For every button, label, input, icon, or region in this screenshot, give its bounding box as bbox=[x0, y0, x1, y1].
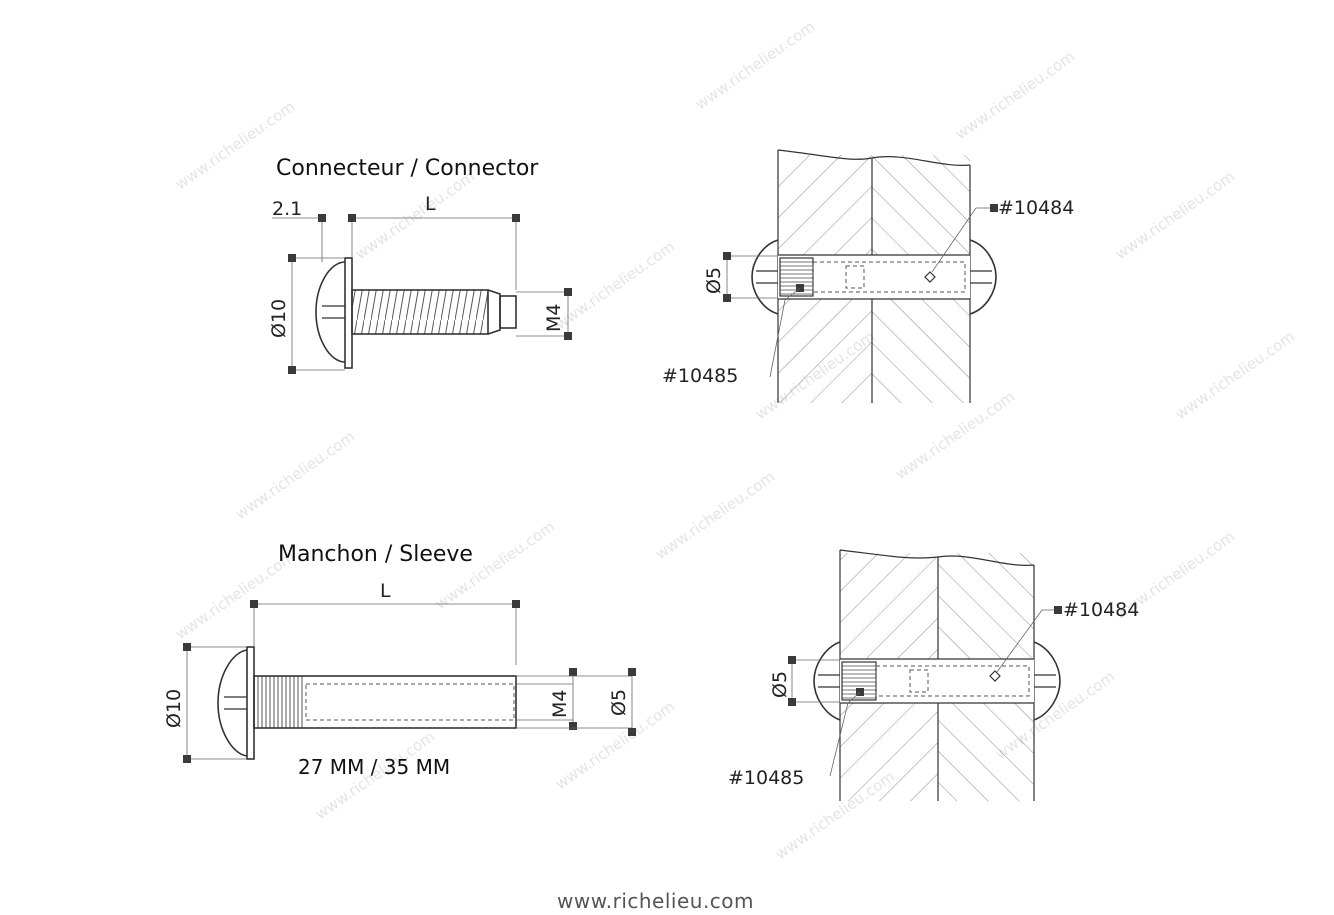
watermark-text: www.richelieu.com bbox=[1172, 327, 1298, 423]
watermark-text: www.richelieu.com bbox=[652, 467, 778, 563]
connector-length-label: L bbox=[425, 193, 436, 215]
sleeve-head-left bbox=[751, 239, 779, 315]
sleeve-head-left bbox=[813, 641, 841, 721]
assembly-bottom-sleeve-ref: #10485 bbox=[728, 767, 804, 789]
connector-title: Connecteur / Connector bbox=[276, 156, 539, 181]
watermark-text: www.richelieu.com bbox=[952, 47, 1078, 143]
assembly-bottom-hole-label: Ø5 bbox=[769, 671, 791, 698]
watermark-layer: www.richelieu.com www.richelieu.com www.ri… bbox=[172, 17, 1298, 863]
watermark-text: www.richelieu.com bbox=[352, 167, 478, 263]
sleeve-thread-label: M4 bbox=[549, 690, 571, 718]
assembly-bottom-connector-ref: #10484 bbox=[1063, 599, 1139, 621]
sleeve-flange bbox=[246, 646, 255, 760]
watermark-text: www.richelieu.com bbox=[692, 17, 818, 113]
sleeve-lengths: 27 MM / 35 MM bbox=[298, 755, 450, 779]
connector-shank-hidden bbox=[875, 665, 1030, 697]
connector-head-right bbox=[1033, 641, 1061, 721]
connector-head-right bbox=[969, 239, 997, 315]
assembly-top-hole-label: Ø5 bbox=[703, 267, 725, 294]
dim-marker bbox=[318, 214, 326, 222]
sleeve-diameter-label: Ø10 bbox=[163, 689, 185, 728]
connector-thread-label: M4 bbox=[543, 304, 565, 332]
connector-drawing: Connecteur / Connector 2.1 L Ø10 bbox=[268, 156, 572, 374]
connector-tip bbox=[499, 295, 517, 329]
connector-thread bbox=[352, 290, 488, 334]
sleeve-drawing: Manchon / Sleeve L Ø10 M4 bbox=[163, 542, 636, 779]
watermark-text: www.richelieu.com bbox=[1112, 167, 1238, 263]
sleeve-knurl bbox=[254, 676, 304, 728]
dim-marker bbox=[348, 214, 356, 222]
assembly-top: Ø5 #10484 #10485 bbox=[662, 149, 1074, 403]
watermark-text: www.richelieu.com bbox=[232, 427, 358, 523]
connector-diameter-label: Ø10 bbox=[268, 299, 290, 338]
sleeve-length-label: L bbox=[380, 580, 391, 602]
footer-url: www.richelieu.com bbox=[557, 889, 754, 913]
assembly-top-sleeve-ref: #10485 bbox=[662, 365, 738, 387]
watermark-text: www.richelieu.com bbox=[552, 237, 678, 333]
sleeve-title: Manchon / Sleeve bbox=[278, 542, 473, 567]
connector-taper bbox=[487, 289, 501, 335]
connector-flange bbox=[344, 257, 353, 369]
sleeve-outer-label: Ø5 bbox=[608, 689, 630, 716]
sleeve-internal-thread bbox=[305, 683, 515, 721]
sleeve-body bbox=[253, 675, 517, 729]
connector-head-dome bbox=[315, 261, 346, 363]
dim-marker bbox=[512, 214, 520, 222]
assembly-bottom: Ø5 #10484 #10485 bbox=[728, 549, 1139, 801]
assembly-top-connector-ref: #10484 bbox=[998, 197, 1074, 219]
sleeve-head-dome bbox=[217, 649, 248, 757]
connector-head-thickness-label: 2.1 bbox=[272, 198, 302, 220]
